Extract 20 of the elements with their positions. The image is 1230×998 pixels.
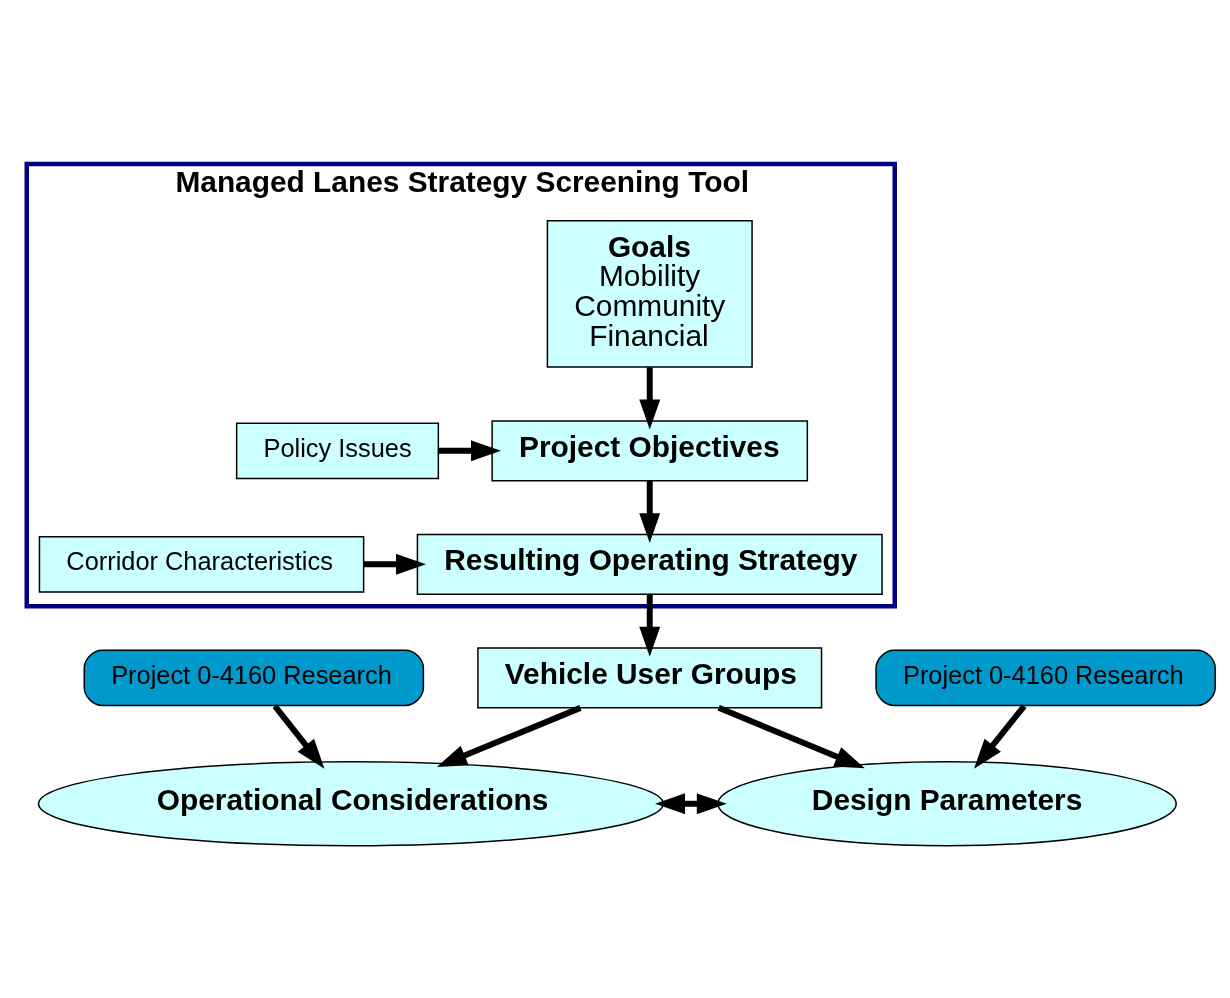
arrow bbox=[639, 594, 661, 657]
arrow bbox=[974, 704, 1027, 769]
node-ellipse: Design Parameters bbox=[717, 761, 1177, 847]
node-box: Policy Issues bbox=[235, 422, 440, 480]
arrow bbox=[717, 705, 865, 769]
node-box: Project 0-4160 Research bbox=[875, 649, 1216, 707]
arrow bbox=[363, 553, 426, 575]
node-box: Resulting Operating Strategy bbox=[416, 533, 883, 595]
node-ellipse: Operational Considerations bbox=[37, 761, 665, 847]
arrow bbox=[639, 480, 661, 544]
arrow bbox=[438, 440, 501, 462]
node-box: Corridor Characteristics bbox=[38, 535, 365, 593]
node-box: Project 0-4160 Research bbox=[83, 649, 425, 707]
node-box: Vehicle User Groups bbox=[477, 647, 823, 709]
arrow bbox=[639, 367, 661, 430]
node-box: Goals Mobility Community Financial bbox=[546, 219, 753, 368]
arrow bbox=[436, 705, 582, 767]
arrow bbox=[272, 704, 325, 769]
arrow bbox=[655, 793, 727, 815]
node-box: Project Objectives bbox=[491, 420, 809, 482]
